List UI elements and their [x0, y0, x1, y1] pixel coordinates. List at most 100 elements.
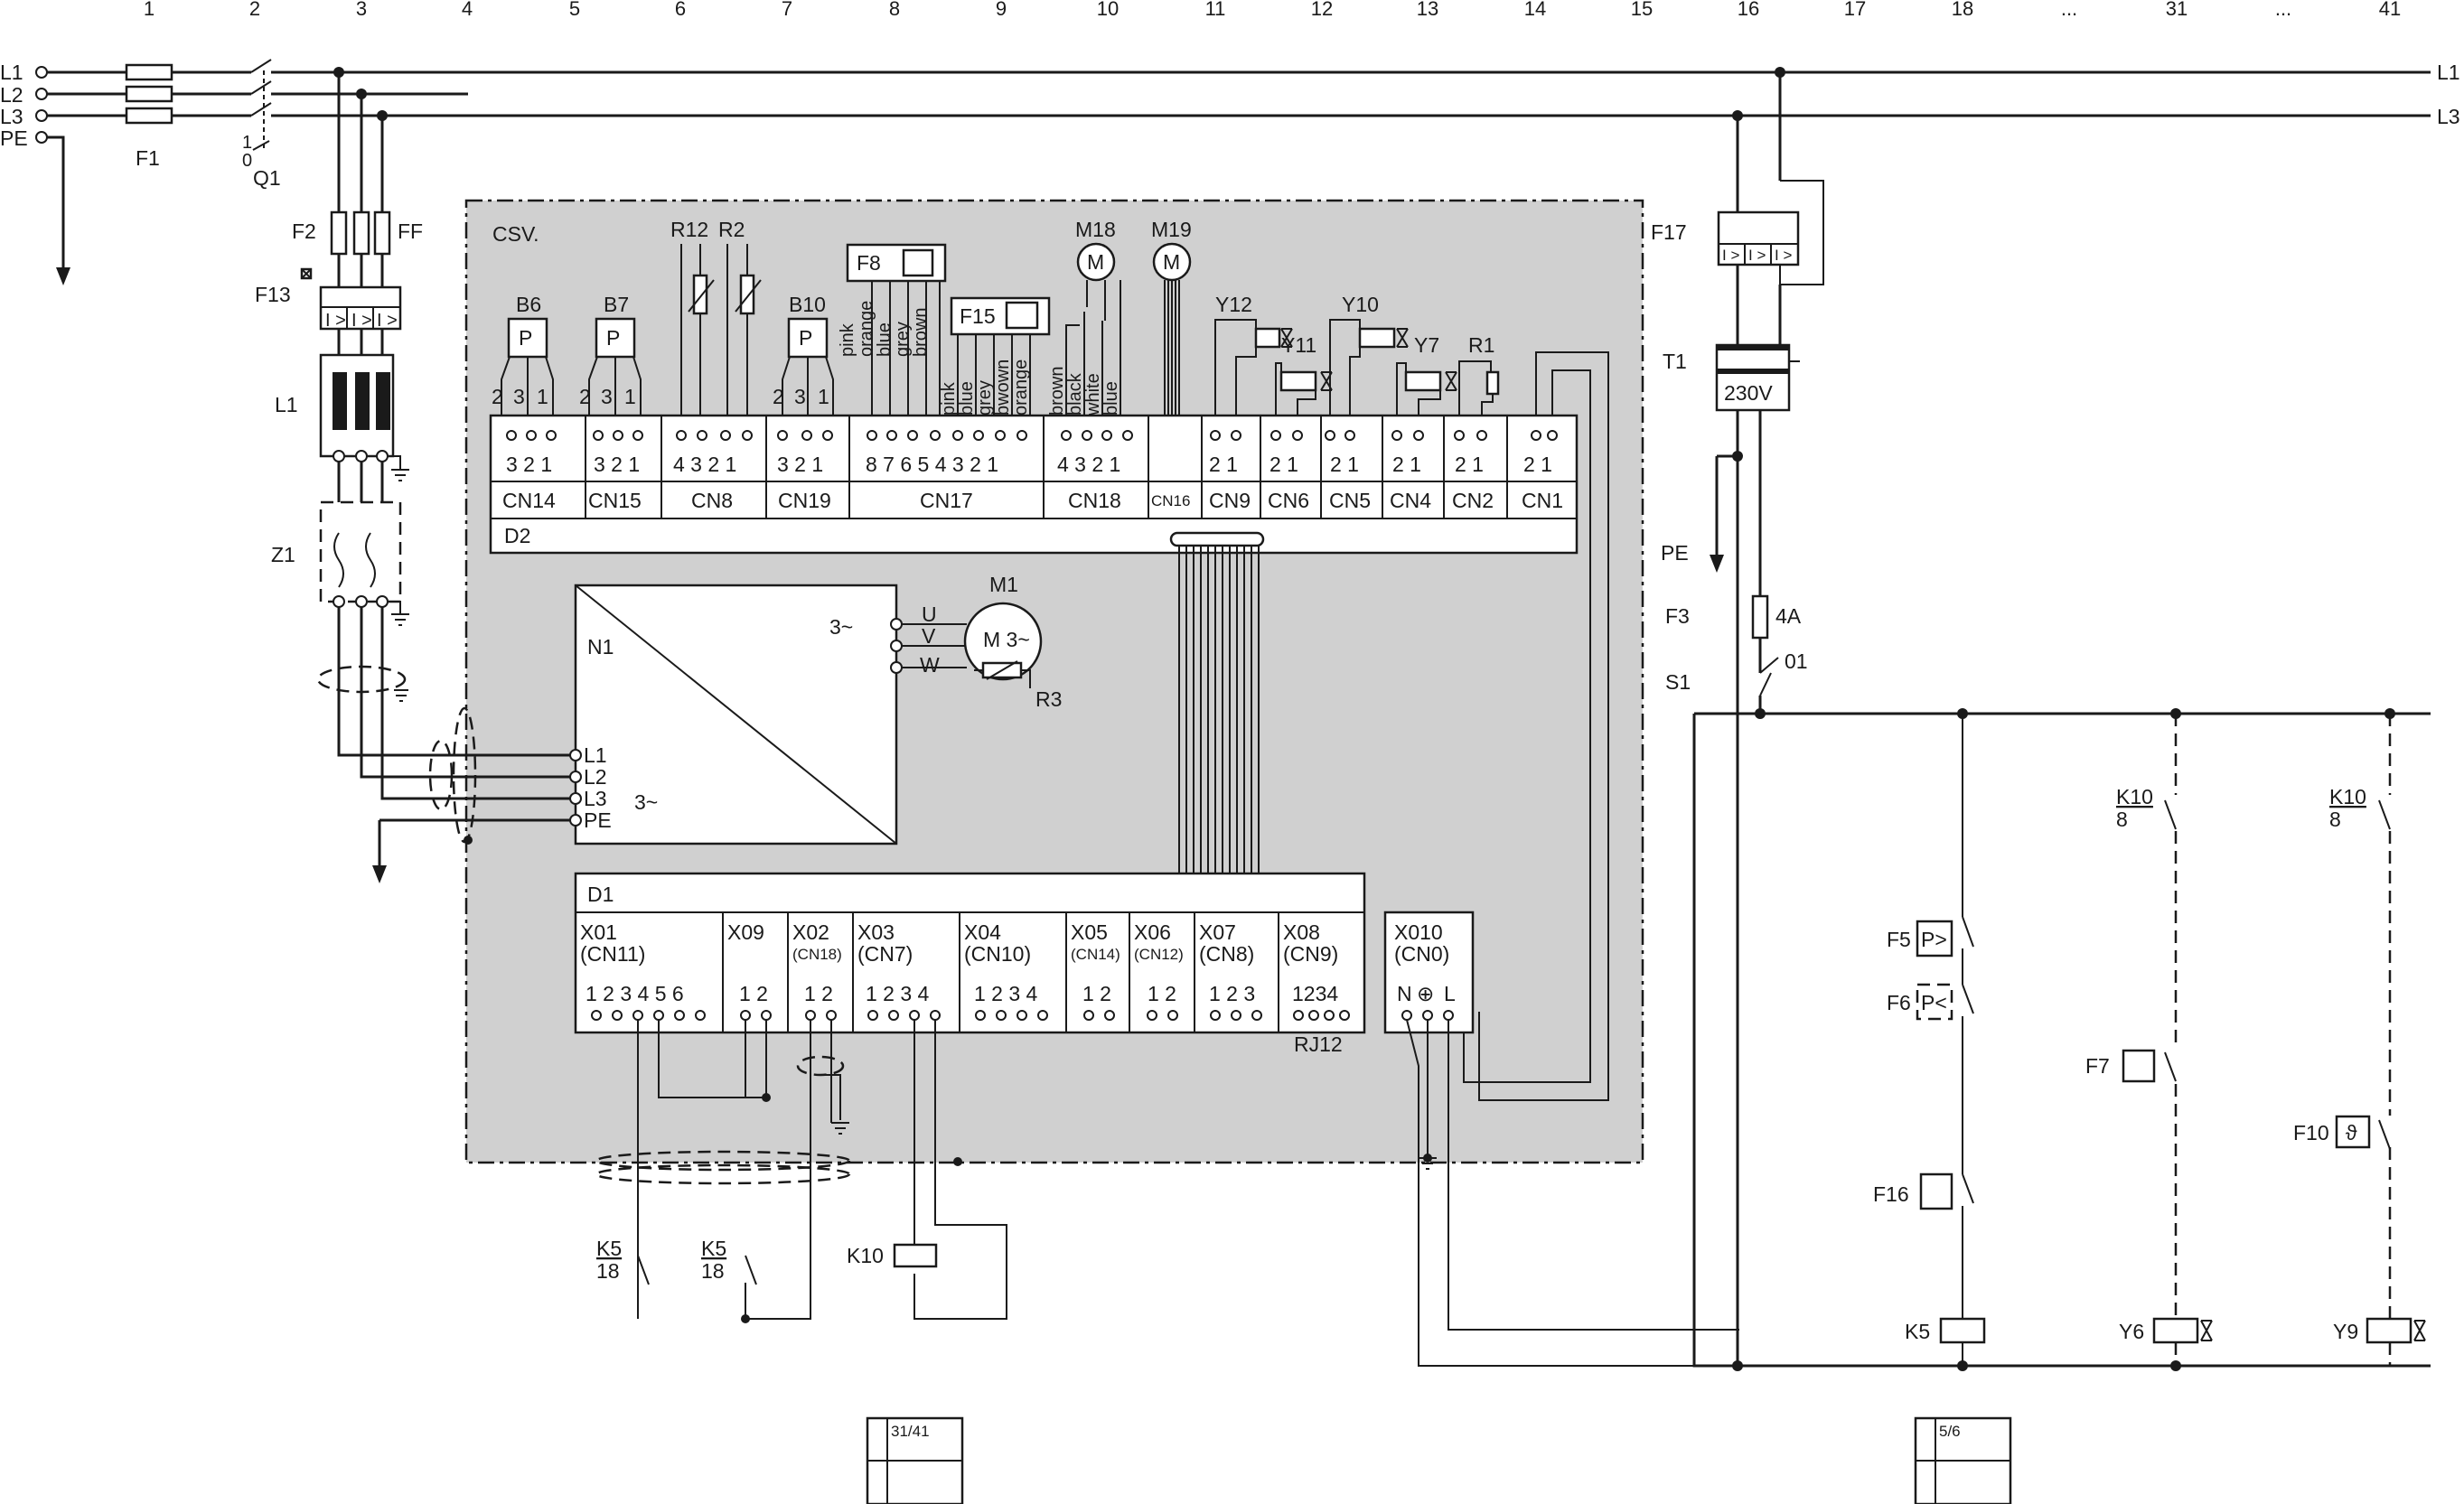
y10-label: Y10: [1342, 293, 1379, 316]
transformer-t1: [1715, 343, 1791, 412]
wire-color: white: [1083, 373, 1103, 416]
f6-symbol: P<: [1921, 991, 1947, 1014]
d1-term-name: X05: [1071, 920, 1108, 944]
pin: 1: [537, 385, 548, 408]
branch-31-contacts: [2164, 799, 2177, 1082]
inverter-n1: N1 3~ 3~ L1 L2 L3 PE U V W M 3~ M1 R3: [569, 573, 1062, 845]
n1-in-phase: 3~: [634, 790, 658, 814]
cn-pins: 3 2 1: [594, 453, 640, 476]
pin: 3: [513, 385, 525, 408]
d1-term-sub: (CN11): [580, 942, 645, 966]
connector-name: CN18: [1068, 489, 1121, 512]
supply-lines: L1 L2 L3 PE F1 1 0 Q1 L1 L3: [0, 59, 2460, 285]
wire-color: pink: [838, 322, 857, 357]
l1-choke-label: L1: [275, 393, 298, 416]
junction: [762, 1093, 771, 1102]
column-number: 11: [1205, 0, 1226, 20]
column-number: 12: [1311, 0, 1333, 20]
fuse-f1-l3: [125, 107, 173, 125]
wire: [337, 329, 384, 355]
breaker-f17-cells: [1719, 243, 1798, 265]
terminal: [569, 814, 582, 827]
d2-dividers: [491, 481, 1577, 519]
terminal-l1: [35, 66, 48, 79]
f13-trip-3: I >: [377, 311, 398, 331]
d1-term-sub: (CN10): [964, 942, 1031, 966]
k10b-num: 8: [2329, 808, 2341, 831]
fuse-f2-1: [330, 210, 348, 256]
terminal-l2: [35, 88, 48, 100]
wire-color: brown: [911, 308, 931, 357]
f17-loop: [1779, 180, 1824, 285]
connector-name: CN1: [1522, 489, 1563, 512]
d1-term-name: X03: [857, 920, 895, 944]
fuse-f1-l1: [125, 63, 173, 81]
b6-label: B6: [516, 293, 541, 316]
relay-k5-coil: [1939, 1317, 1986, 1344]
ribbon-wires: [1178, 546, 1260, 874]
q1-pos0: 0: [242, 151, 252, 171]
thermistor-wires: [680, 244, 748, 429]
earth-symbol-icon: [391, 601, 409, 626]
valve-y6-coil: [2152, 1317, 2199, 1344]
valve-y11-coil: [1279, 370, 1317, 392]
column-number: 4: [462, 0, 473, 20]
wire-color: pink: [939, 381, 959, 416]
f15-wires: [957, 334, 1031, 429]
terminal-pe: [35, 131, 48, 144]
motor-m19-letter: M: [1163, 250, 1180, 274]
pin: 1: [818, 385, 829, 408]
relay-k10-coil: [893, 1243, 938, 1268]
x010-wires: [1406, 1019, 1739, 1367]
line-label-pe: PE: [0, 126, 28, 150]
column-number: 41: [2379, 0, 2401, 20]
choke-core-3: [376, 372, 390, 430]
pressure-switch-f5: [1916, 920, 1953, 958]
pe-arrow-icon: [56, 267, 70, 285]
f3-value: 4A: [1775, 604, 1802, 628]
thermostat-f10: [2335, 1115, 2371, 1149]
x010-pin-n: N: [1397, 982, 1412, 1005]
valve-y6-icon: [2200, 1320, 2213, 1341]
f15-symbol-icon: [1005, 301, 1039, 330]
f13-trip-1: I >: [325, 311, 346, 331]
d1-term-name: X08: [1283, 920, 1320, 944]
m1-label: M1: [989, 573, 1018, 596]
d1-term-pins: 1 2 3 4: [866, 982, 930, 1005]
column-number: 2: [249, 0, 260, 20]
connector-name: CN6: [1268, 489, 1309, 512]
column-number: 5: [569, 0, 580, 20]
m1-body: M 3~: [983, 628, 1030, 651]
q1-contacts: [250, 59, 272, 117]
choke-core-1: [333, 372, 347, 430]
filter-wave-1: [333, 532, 344, 588]
connector-name: CN4: [1390, 489, 1431, 512]
thermistor-arrows: [688, 279, 762, 313]
heater-r1: [1485, 370, 1500, 396]
breaker-f13-cells: [321, 306, 400, 329]
cn-pins: 2 1: [1330, 453, 1359, 476]
d1-term-sub: (CN8): [1199, 942, 1254, 966]
phase-v: V: [922, 624, 936, 648]
switch-f16: [1919, 1172, 1953, 1210]
r12-label: R12: [670, 218, 708, 241]
connector-name: CN19: [778, 489, 831, 512]
d2-pin-circles: [506, 430, 1558, 441]
f5-symbol: P>: [1921, 928, 1947, 951]
d1-term-pins: 1234: [1292, 982, 1338, 1005]
column-number: 9: [996, 0, 1007, 20]
sensor-p: P: [799, 326, 812, 350]
y7-wires: [1396, 362, 1441, 429]
z1-label: Z1: [271, 543, 295, 566]
terminal: [890, 618, 903, 631]
pressure-switch-f6: [1916, 983, 1953, 1021]
k10-label: K10: [847, 1244, 884, 1267]
external-wiring: K10 K5 18 K5 18 31/41 5/6: [595, 1020, 2012, 1504]
d1-term-pins: 1 2: [1148, 982, 1176, 1005]
pin: 1: [624, 385, 636, 408]
terminal: [376, 595, 389, 608]
junction: [953, 1157, 962, 1166]
terminal-l3: [35, 109, 48, 122]
terminal: [890, 661, 903, 674]
n1-phase: 3~: [829, 615, 853, 639]
